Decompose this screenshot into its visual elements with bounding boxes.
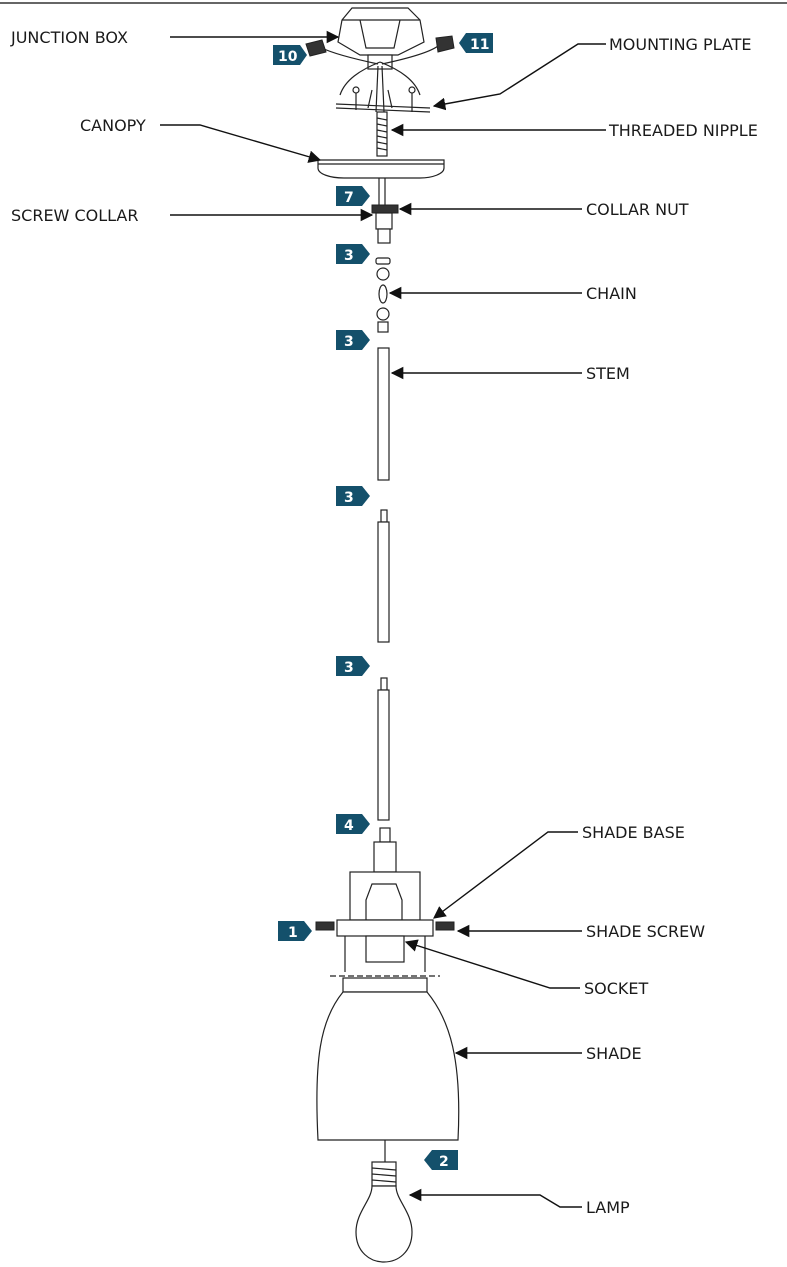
- step-badge-3-stem-middle: 3: [336, 486, 370, 506]
- leader-lines: [160, 30, 606, 1208]
- label-canopy: CANOPY: [80, 116, 146, 135]
- screw-collar-part: [371, 178, 399, 244]
- mounting-plate-part: [335, 86, 431, 113]
- label-mounting-plate: MOUNTING PLATE: [609, 35, 752, 54]
- wire-connectors: [305, 35, 455, 113]
- label-chain: CHAIN: [586, 284, 637, 303]
- label-shade: SHADE: [586, 1044, 642, 1063]
- svg-text:3: 3: [344, 334, 354, 350]
- step-badge-3-stem-top: 3: [336, 330, 370, 350]
- svg-text:3: 3: [344, 490, 354, 506]
- svg-text:1: 1: [288, 925, 298, 941]
- label-collar-nut: COLLAR NUT: [586, 200, 689, 219]
- label-junction-box: JUNCTION BOX: [10, 28, 128, 47]
- chain-part: [375, 257, 391, 333]
- shade-part: [316, 975, 460, 1141]
- lamp-part: [355, 1140, 413, 1263]
- step-badge-2: 2: [424, 1150, 458, 1170]
- label-stem: STEM: [586, 364, 630, 383]
- stem-part: [377, 347, 390, 821]
- svg-text:11: 11: [470, 37, 489, 53]
- svg-text:3: 3: [344, 248, 354, 264]
- svg-text:7: 7: [344, 190, 354, 206]
- label-shade-base: SHADE BASE: [582, 823, 685, 842]
- svg-text:4: 4: [344, 818, 354, 834]
- step-badge-10: 10: [273, 45, 307, 65]
- step-badge-7: 7: [336, 186, 370, 206]
- part-labels: JUNCTION BOX MOUNTING PLATE CANOPY THREA…: [10, 28, 758, 1217]
- step-badge-11: 11: [459, 33, 493, 53]
- label-threaded-nipple: THREADED NIPPLE: [608, 121, 758, 140]
- label-screw-collar: SCREW COLLAR: [11, 206, 138, 225]
- step-badge-1: 1: [278, 921, 312, 941]
- step-badge-3-chain: 3: [336, 244, 370, 264]
- junction-box-part: [337, 7, 425, 70]
- svg-text:2: 2: [439, 1154, 449, 1170]
- step-badge-4: 4: [336, 814, 370, 834]
- svg-text:3: 3: [344, 660, 354, 676]
- step-badges: 10 11 7 3 3 3 3 4: [273, 33, 493, 1170]
- canopy-part: [317, 159, 445, 179]
- step-badge-3-stem-bottom: 3: [336, 656, 370, 676]
- socket-assembly-part: [315, 827, 455, 972]
- label-lamp: LAMP: [586, 1198, 630, 1217]
- svg-text:10: 10: [278, 49, 298, 65]
- label-socket: SOCKET: [584, 979, 649, 998]
- threaded-nipple-part: [376, 111, 388, 157]
- label-shade-screw: SHADE SCREW: [586, 922, 705, 941]
